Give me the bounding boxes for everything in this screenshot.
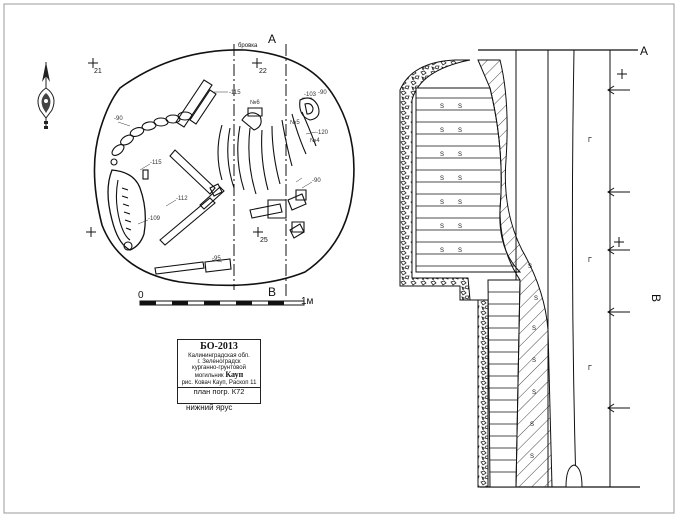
svg-text:S: S: [440, 224, 444, 230]
stamp-tier: нижний ярус: [186, 403, 233, 412]
stamp-title: БО-2013: [200, 341, 238, 352]
svg-text:S: S: [440, 176, 444, 182]
section-label-b-right: В: [649, 294, 663, 302]
section-grid-markers: [614, 69, 627, 247]
section-arrow-markers: [607, 85, 630, 413]
grid-marker-left-bottom: [86, 227, 96, 237]
stamp-cemetery: могильник: [194, 373, 224, 380]
annotation-90-left: -90: [114, 116, 123, 122]
svg-text:S: S: [440, 200, 444, 206]
section-fill-lower: [487, 279, 521, 488]
soil-symbols-g: Г Г Г: [588, 137, 592, 372]
outer-frame: [3, 3, 675, 514]
section-vertical-lines: [515, 49, 611, 488]
svg-text:S: S: [458, 176, 462, 182]
scale-zero-label: 0: [138, 290, 144, 301]
section-rock-layer: [399, 59, 489, 488]
brovka-label: бровка: [238, 43, 258, 49]
grid-label-22: 22: [259, 68, 267, 75]
svg-text:S: S: [440, 104, 444, 110]
section-hatched-layer: [477, 59, 553, 488]
soil-symbols-upper: S S S S S S S S S S S S S S: [440, 104, 462, 254]
stamp-site: курганно-грунтовой: [192, 365, 246, 372]
svg-text:S: S: [440, 248, 444, 254]
section-label-b-bottom: В: [268, 285, 276, 299]
svg-text:Г: Г: [588, 137, 592, 144]
grid-label-25: 25: [260, 237, 268, 244]
stamp-cemetery-line: могильник Кауп: [178, 370, 260, 380]
annotation-120: -120: [316, 130, 329, 136]
svg-text:S: S: [532, 390, 536, 396]
find-label-5: №5: [290, 119, 300, 126]
section-label-a-right: А: [640, 44, 648, 58]
annotation-103: -103: [304, 92, 317, 98]
svg-text:S: S: [458, 104, 462, 110]
svg-text:Г: Г: [588, 365, 592, 372]
stamp-region: Калининградская обл.: [188, 352, 250, 359]
annotation-112: -112: [176, 196, 188, 202]
stamp-authors: рис. Ковач Кауп, Рaскоп 11: [181, 379, 257, 386]
svg-text:S: S: [528, 264, 532, 270]
annotation-leaders: [117, 91, 317, 263]
grave-pit-outline: [93, 49, 355, 287]
skeleton-drawing: [107, 79, 320, 275]
scale-bar: [139, 300, 305, 306]
grid-marker-22: [252, 58, 262, 68]
stamp-city: г. Зеленоградск: [197, 358, 241, 365]
find-label-6: №6: [250, 99, 260, 106]
svg-text:S: S: [530, 422, 534, 428]
scale-one-meter-label: 1м: [301, 296, 314, 307]
grid-label-21: 21: [94, 68, 102, 75]
svg-text:Г: Г: [588, 257, 592, 264]
title-stamp: БО-2013 Калининградская обл. г. Зеленогр…: [177, 339, 261, 404]
svg-text:S: S: [458, 128, 462, 134]
svg-text:S: S: [534, 296, 538, 302]
svg-text:S: S: [532, 326, 536, 332]
soil-symbols-hatched: S S S S S S S: [528, 264, 538, 460]
find-label-4: №4: [310, 137, 320, 144]
svg-text:S: S: [458, 248, 462, 254]
annotation-90-right: -90: [318, 90, 327, 96]
stamp-site-name: Кауп: [225, 370, 244, 380]
annotation-90-bottom-right: -90: [312, 178, 321, 184]
svg-text:S: S: [458, 152, 462, 158]
north-arrow-icon: [37, 62, 55, 129]
svg-text:S: S: [532, 358, 536, 364]
svg-text:S: S: [440, 152, 444, 158]
section-label-a-top: А: [268, 32, 276, 46]
grid-marker-21: [88, 58, 98, 68]
svg-text:S: S: [440, 128, 444, 134]
section-bottom-artifact: [565, 464, 583, 488]
annotation-95: -95: [212, 256, 221, 262]
svg-text:S: S: [458, 224, 462, 230]
grid-marker-25: [253, 227, 263, 237]
annotation-109: -109: [148, 216, 161, 222]
svg-text:S: S: [458, 200, 462, 206]
annotation-115-mid: -115: [150, 160, 162, 166]
svg-text:S: S: [530, 454, 534, 460]
stamp-plan: план погр. К72: [178, 387, 260, 396]
annotation-115-top: -115: [229, 90, 241, 96]
